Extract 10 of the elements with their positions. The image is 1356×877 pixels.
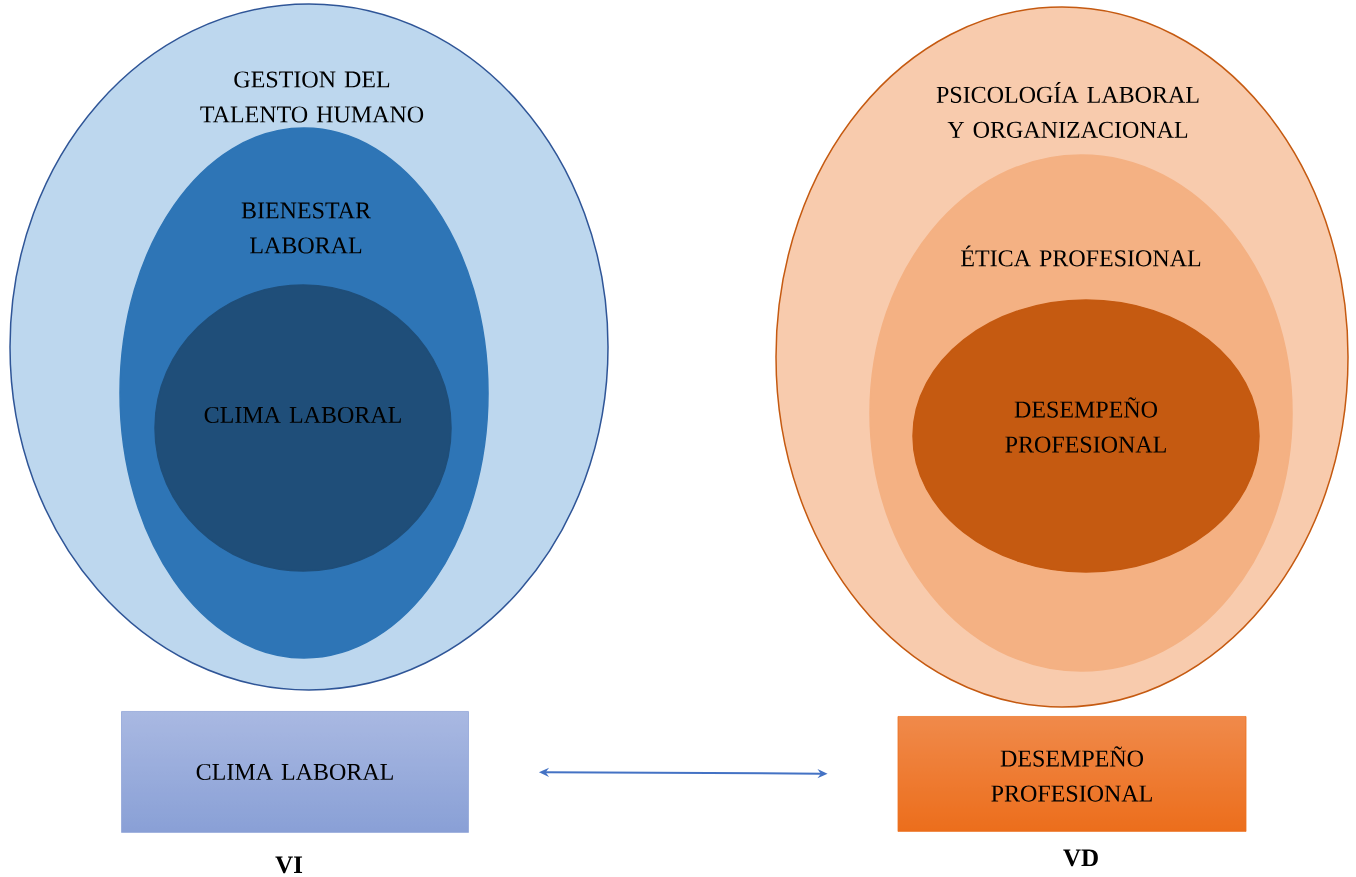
variable-box: CLIMA LABORAL [121,711,469,833]
ellipse-label: CLIMA LABORAL [204,406,401,424]
ellipse-label: ÉTICA PROFESIONAL [961,245,1201,267]
ellipse-label: GESTION DEL TALENTO HUMANO [200,71,424,123]
ellipse-label: BIENESTAR LABORAL [241,202,371,254]
ellipse-label: DESEMPEÑO PROFESIONAL [1005,397,1166,453]
variable-box: DESEMPEÑO PROFESIONAL [897,716,1247,832]
variable-tag: VD [1063,849,1098,867]
variable-tag: VI [275,856,303,874]
ellipse-label: PSICOLOGÍA LABORAL Y ORGANIZACIONAL [936,82,1199,138]
